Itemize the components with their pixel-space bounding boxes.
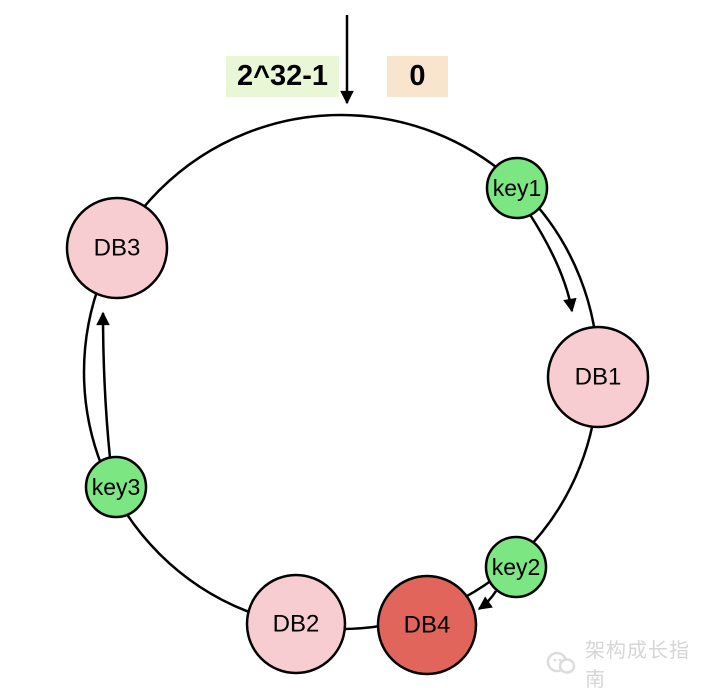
node-db1-label: DB1: [575, 364, 622, 391]
label-zero-value: 0: [387, 56, 448, 97]
node-db1: DB1: [546, 325, 650, 429]
arrow-key3-to-db3: [96, 311, 112, 459]
node-db3-label: DB3: [94, 235, 141, 262]
node-db2-label: DB2: [273, 611, 320, 638]
watermark-text: 架构成长指南: [585, 640, 690, 688]
node-key2-label: key2: [492, 554, 541, 580]
watermark-logo-icon: [546, 651, 576, 674]
arrow-key2-to-db4: [477, 590, 498, 611]
label-max-value: 2^32-1: [226, 56, 339, 97]
node-key3-circle: [84, 455, 148, 519]
node-db3: DB3: [65, 196, 169, 300]
node-db4-label: DB4: [404, 612, 451, 639]
node-db1-circle: [546, 325, 650, 429]
node-db4-circle: [376, 574, 478, 676]
node-key2: key2: [484, 535, 548, 599]
node-key1-label: key1: [493, 175, 542, 201]
node-db2-circle: [245, 573, 347, 675]
node-db4: DB4: [376, 574, 478, 676]
node-key3: key3: [84, 455, 148, 519]
watermark: 架构成长指南: [546, 634, 710, 688]
arrow-key1-to-db1: [527, 212, 577, 313]
node-db2: DB2: [245, 573, 347, 675]
node-key3-label: key3: [92, 474, 141, 500]
node-db3-circle: [65, 196, 169, 300]
node-key1: key1: [485, 156, 549, 220]
node-key2-circle: [484, 535, 548, 599]
node-key1-circle: [485, 156, 549, 220]
